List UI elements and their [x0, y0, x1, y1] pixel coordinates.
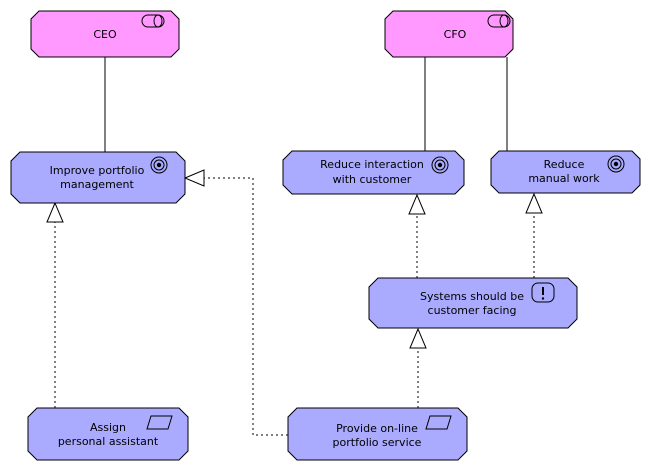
requirement-icon [146, 415, 173, 430]
requirement-assistant-line2: personal assistant [58, 435, 159, 448]
goal-portfolio-line2: management [60, 178, 134, 191]
realization-systems-interaction [408, 193, 426, 278]
goal-reduce-interaction[interactable]: Reduce interaction with customer [282, 150, 465, 195]
goal-manual-line2: manual work [528, 172, 600, 185]
requirement-online-line2: portfolio service [333, 436, 422, 449]
goal-reduce-manual-work[interactable]: Reduce manual work [490, 150, 641, 194]
principle-systems-line1: Systems should be [420, 290, 524, 303]
requirement-online-line1: Provide on-line [336, 422, 418, 435]
stakeholder-cfo-label: CFO [444, 28, 467, 41]
stakeholder-icon [141, 14, 165, 28]
realization-systems-manual [525, 192, 543, 278]
stakeholder-cfo[interactable]: CFO [384, 10, 514, 58]
goal-interaction-line1: Reduce interaction [320, 158, 424, 171]
requirement-assign-assistant[interactable]: Assign personal assistant [27, 407, 189, 461]
goal-portfolio-line1: Improve portfolio [50, 164, 145, 177]
requirement-icon [425, 415, 452, 430]
goal-icon [150, 156, 168, 174]
principle-systems-customer-facing[interactable]: Systems should be customer facing [368, 277, 578, 329]
goal-icon [607, 155, 625, 173]
principle-systems-line2: customer facing [428, 304, 517, 317]
goal-interaction-line2: with customer [333, 173, 412, 186]
requirement-online-portfolio-service[interactable]: Provide on-line portfolio service [287, 407, 468, 461]
goal-improve-portfolio[interactable]: Improve portfolio management [10, 151, 186, 204]
stakeholder-ceo[interactable]: CEO [30, 10, 180, 58]
realization-assistant-portfolio [46, 201, 64, 408]
stakeholder-icon [487, 14, 511, 28]
stakeholder-ceo-label: CEO [93, 28, 117, 41]
goal-icon [431, 156, 449, 174]
realization-online-portfolio [183, 169, 288, 436]
realization-online-systems [409, 327, 427, 408]
principle-icon [531, 282, 555, 303]
goal-manual-line1: Reduce [544, 158, 585, 171]
requirement-assistant-line1: Assign [90, 421, 126, 434]
